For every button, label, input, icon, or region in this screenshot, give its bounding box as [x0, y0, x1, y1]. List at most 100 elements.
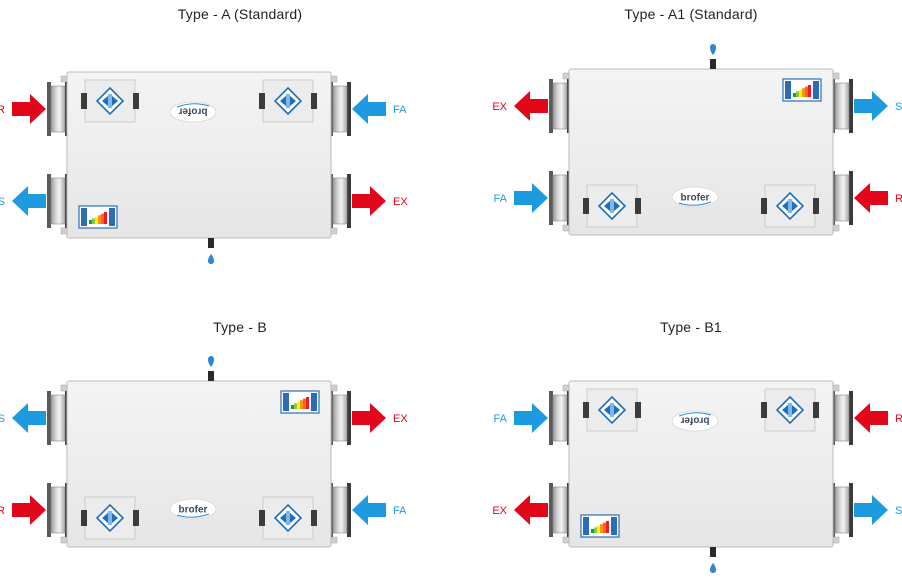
duct-top-right [329, 391, 351, 445]
fan-blade [604, 404, 611, 416]
energy-bar [808, 85, 811, 97]
duct-flange [549, 391, 553, 445]
duct-body [834, 174, 850, 222]
fan-box-right [259, 496, 317, 540]
drain-pipe [710, 547, 716, 557]
handle-block [583, 198, 589, 214]
fan-core [108, 94, 112, 108]
energy-bar [104, 212, 107, 224]
duct-body [50, 486, 66, 534]
airflow-arrow-bottom-left [514, 183, 548, 213]
duct-flange [849, 79, 853, 133]
duct-body [834, 394, 850, 442]
logo-badge [671, 186, 719, 208]
handle-block [259, 93, 265, 109]
fan-blade [289, 95, 296, 107]
duct-bottom-right [831, 171, 853, 225]
energy-bar [600, 524, 603, 533]
title-type-b: Type - B [213, 319, 267, 335]
duct-body [552, 82, 568, 130]
fan-blade [613, 200, 620, 212]
energy-bar [793, 93, 796, 97]
duct-flange [849, 391, 853, 445]
condensate-drain [710, 44, 716, 69]
duct-body [332, 394, 348, 442]
fan-icon [273, 86, 303, 116]
duct-body [552, 394, 568, 442]
logo-swoosh [176, 103, 210, 108]
duct-body [332, 85, 348, 133]
fan-icon [95, 503, 125, 533]
fan-icon [273, 503, 303, 533]
port-label-bottom-left: FA [494, 193, 508, 205]
duct-bottom-left [47, 483, 69, 537]
airflow-arrow-bottom-left [514, 495, 548, 525]
handle-block [761, 198, 767, 214]
energy-bar [98, 215, 101, 224]
duct-flange [347, 483, 351, 537]
energy-label-band [109, 208, 115, 226]
duct-bottom-left [549, 171, 571, 225]
energy-bar [291, 405, 294, 409]
brofer-logo: brofer [671, 186, 719, 208]
fan-box-left [81, 79, 139, 123]
duct-body [50, 177, 66, 225]
energy-bar [101, 213, 104, 224]
title-type-a: Type - A (Standard) [177, 6, 303, 22]
port-label-top-right: FA [393, 104, 407, 116]
drop-icon [208, 356, 214, 367]
fan-box-left [81, 496, 139, 540]
airflow-arrow-top-right [854, 91, 888, 121]
brofer-logo: brofer [671, 410, 719, 432]
energy-bar [297, 401, 300, 409]
duct-bottom-right [329, 483, 351, 537]
fan-blade [791, 200, 798, 212]
port-label-top-right: S [895, 101, 902, 113]
energy-bar [591, 529, 594, 533]
fan-icon [775, 191, 805, 221]
duct-top-left [549, 391, 571, 445]
logo-badge [169, 101, 217, 123]
duct-body [552, 174, 568, 222]
handle-block [259, 510, 265, 526]
fan-core [788, 403, 792, 417]
fan-box-right [259, 79, 317, 123]
energy-bar [303, 398, 306, 409]
duct-top-left [549, 79, 571, 133]
airflow-arrow-bottom-right [352, 495, 386, 525]
title-type-b1: Type - B1 [660, 319, 722, 335]
energy-bar [306, 397, 309, 409]
duct-bottom-right [831, 483, 853, 537]
fan-blade [280, 512, 287, 524]
duct-body [834, 82, 850, 130]
airflow-arrow-top-left [514, 403, 548, 433]
duct-flange [47, 483, 51, 537]
condensate-drain [710, 547, 716, 573]
fan-box-left [583, 184, 641, 228]
drain-pipe [208, 238, 214, 248]
airflow-arrow-top-left [12, 94, 46, 124]
fan-icon [95, 86, 125, 116]
logo-badge [671, 410, 719, 432]
handle-block [583, 402, 589, 418]
energy-label-band [583, 517, 589, 535]
energy-label-band [81, 208, 87, 226]
port-label-top-left: EX [492, 101, 507, 113]
duct-flange [347, 174, 351, 228]
duct-flange [347, 391, 351, 445]
energy-label-icon [78, 205, 118, 229]
fan-blade [782, 200, 789, 212]
energy-bar [796, 91, 799, 97]
energy-bar [606, 521, 609, 533]
energy-label-icon [782, 78, 822, 102]
port-label-top-left: R [0, 104, 5, 116]
airflow-arrow-bottom-right [352, 186, 386, 216]
handle-block [311, 93, 317, 109]
fan-blade [289, 512, 296, 524]
duct-bottom-right [329, 174, 351, 228]
drop-icon [208, 254, 214, 264]
duct-flange [549, 483, 553, 537]
energy-label-band [785, 81, 791, 99]
handle-block [635, 198, 641, 214]
